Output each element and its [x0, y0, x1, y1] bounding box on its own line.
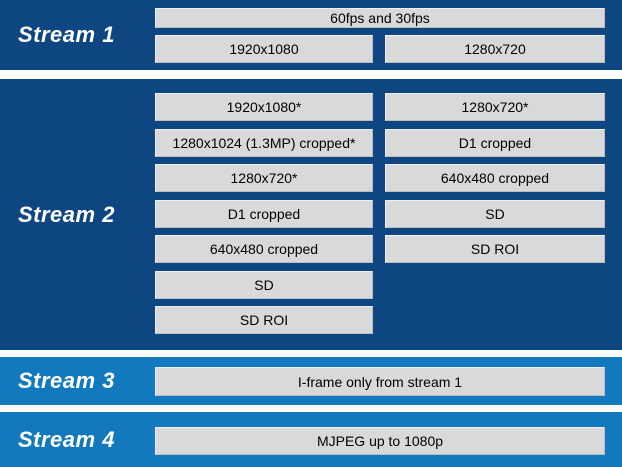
stream-2-resolution-box: D1 cropped [385, 128, 605, 157]
stream-1-framerate-box: 60fps and 30fps [155, 8, 605, 28]
stream-1-label: Stream 1 [18, 22, 115, 47]
stream-2-resolution-box: 1280x720* [155, 164, 373, 192]
stream-4-capability-box: MJPEG up to 1080p [155, 427, 605, 455]
stream-1-resolution-box: 1920x1080 [155, 35, 373, 63]
stream-2-resolution-box: D1 cropped [155, 199, 373, 228]
stream-2-resolution-box: 1280x720* [385, 93, 605, 121]
stream-2-resolution-box: SD ROI [155, 306, 373, 334]
stream-4-label: Stream 4 [18, 426, 115, 452]
stream-2-resolution-box: SD [385, 199, 605, 228]
stream-2-resolution-box: 1920x1080* [155, 93, 373, 121]
stream-2-resolution-box: 640x480 cropped [385, 164, 605, 192]
stream-3-label: Stream 3 [18, 368, 115, 393]
stream-2-resolution-box: SD ROI [385, 235, 605, 263]
stream-3-band: Stream 3 I-frame only from stream 1 [0, 357, 622, 405]
stream-2-label: Stream 2 [18, 201, 115, 227]
stream-1-band: Stream 1 60fps and 30fps 1920x1080 1280x… [0, 0, 622, 70]
stream-2-resolution-box: 640x480 cropped [155, 235, 373, 263]
stream-2-left-column: 1920x1080* 1280x1024 (1.3MP) cropped* 12… [155, 93, 373, 334]
stream-1-resolution-box: 1280x720 [385, 35, 605, 63]
stream-4-band: Stream 4 MJPEG up to 1080p [0, 412, 622, 467]
stream-2-resolution-box: 1280x1024 (1.3MP) cropped* [155, 128, 373, 157]
stream-3-capability-box: I-frame only from stream 1 [155, 367, 605, 396]
stream-2-band: Stream 2 1920x1080* 1280x1024 (1.3MP) cr… [0, 79, 622, 350]
stream-2-resolution-box: SD [155, 270, 373, 299]
stream-2-right-column: 1280x720* D1 cropped 640x480 cropped SD … [385, 93, 605, 263]
